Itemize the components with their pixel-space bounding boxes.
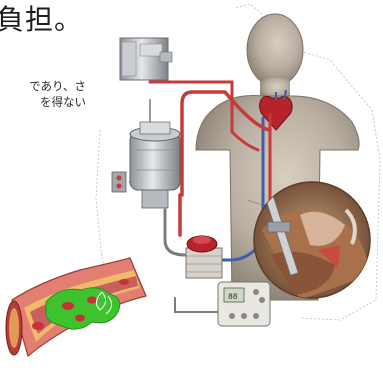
connector-icon [112, 172, 126, 192]
monitor-readout: 88 [228, 293, 238, 302]
monitor-icon [218, 282, 270, 326]
pump-icon [186, 236, 222, 278]
surgery-inset [254, 182, 370, 300]
clot-icon [46, 288, 120, 329]
oxygenator-icon [130, 122, 180, 208]
heat-exchanger-icon [120, 38, 172, 80]
